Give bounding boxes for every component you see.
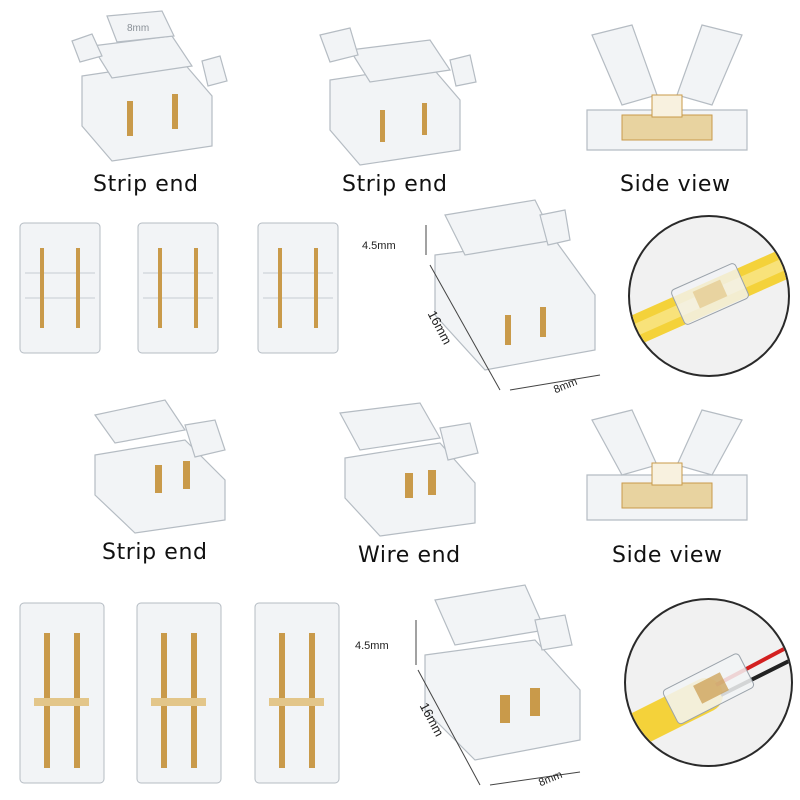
strip-end-connector-open-2 — [319, 27, 477, 166]
strip-end-connectors-closed-row-2 — [19, 602, 340, 784]
strip-end-connectors-closed-row — [19, 222, 339, 354]
gold-pin — [127, 101, 133, 136]
caption-wire-end: Wire end — [358, 543, 461, 568]
dimension-height-label-lower: 4.5mm — [355, 640, 389, 652]
gold-pin — [422, 103, 427, 135]
dimensioned-connector-lower — [415, 584, 581, 786]
strip-end-connector-open-1: 8mm — [71, 10, 228, 162]
strip-end-connector-open-3 — [93, 399, 226, 534]
caption-strip-end-2: Strip end — [342, 172, 448, 197]
closed-connector-2 — [137, 222, 219, 354]
inset-circle-cob-strip — [628, 215, 790, 377]
inset-circle-wire-connection — [624, 598, 793, 767]
gold-pin — [380, 110, 385, 142]
lid-marking: 8mm — [127, 23, 149, 34]
closed-connector-6 — [254, 602, 340, 784]
closed-connector-5 — [136, 602, 222, 784]
closed-connector-1 — [19, 222, 101, 354]
gold-pin — [172, 94, 178, 129]
dimension-height-label: 4.5mm — [362, 240, 396, 252]
wire-end-connector-open — [339, 402, 479, 537]
dimensioned-connector-upper — [425, 199, 601, 391]
caption-side-view-2: Side view — [612, 543, 723, 568]
closed-connector-4 — [19, 602, 105, 784]
caption-side-view-1: Side view — [620, 172, 731, 197]
side-view-connector-open-2 — [586, 409, 748, 521]
caption-strip-end-3: Strip end — [102, 540, 208, 565]
side-view-connector-open-1 — [586, 24, 748, 151]
closed-connector-3 — [257, 222, 339, 354]
caption-strip-end-1: Strip end — [93, 172, 199, 197]
